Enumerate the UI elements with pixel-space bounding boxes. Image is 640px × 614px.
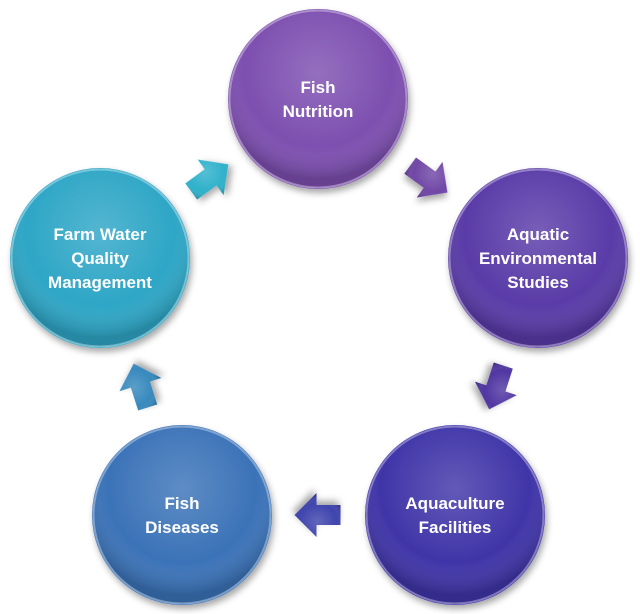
arrow-farm-water-quality-management-to-fish-nutrition <box>185 159 229 200</box>
node-label-aquaculture-facilities-line-2: Facilities <box>419 518 492 537</box>
node-label-farm-water-quality-management-line-3: Management <box>48 273 152 292</box>
arrow-aquaculture-facilities-to-fish-diseases <box>294 493 341 537</box>
node-label-fish-diseases-line-1: Fish <box>165 494 200 513</box>
arrow-fish-diseases-to-farm-water-quality-management <box>119 363 162 411</box>
node-label-aquatic-environmental-studies-line-1: Aquatic <box>507 225 569 244</box>
node-label-fish-nutrition-line-1: Fish <box>301 78 336 97</box>
nodes-layer: FishNutritionAquaticEnvironmentalStudies… <box>10 9 628 605</box>
node-label-farm-water-quality-management-line-2: Quality <box>71 249 129 268</box>
node-label-farm-water-quality-management-line-1: Farm Water <box>54 225 147 244</box>
arrow-aquatic-environmental-studies-to-aquaculture-facilities <box>474 362 517 410</box>
arrows-layer <box>119 157 517 537</box>
arrow-fish-nutrition-to-aquatic-environmental-studies <box>404 157 448 198</box>
node-label-aquaculture-facilities-line-1: Aquaculture <box>405 494 504 513</box>
node-label-aquatic-environmental-studies-line-2: Environmental <box>479 249 597 268</box>
node-label-fish-nutrition-line-2: Nutrition <box>283 102 354 121</box>
node-label-aquatic-environmental-studies-line-3: Studies <box>507 273 568 292</box>
node-label-fish-diseases-line-2: Diseases <box>145 518 219 537</box>
